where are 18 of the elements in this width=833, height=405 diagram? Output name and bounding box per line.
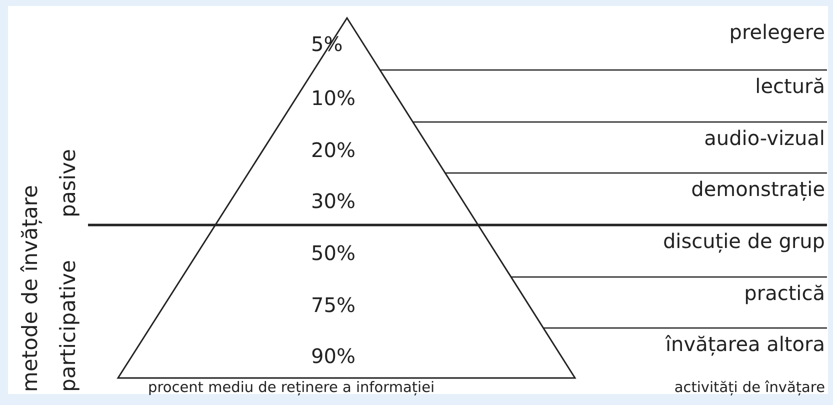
activity-label: lectură (755, 76, 825, 96)
activity-label: discuție de grup (662, 231, 825, 251)
percentage-label: 75% (311, 295, 356, 315)
activity-label: practică (744, 283, 825, 303)
percentage-label: 90% (311, 346, 356, 366)
percentage-label: 20% (311, 140, 356, 160)
percentage-label: 10% (311, 88, 356, 108)
activity-label: învățarea altora (666, 334, 825, 354)
percentage-label: 30% (311, 191, 356, 211)
activity-label: prelegere (729, 22, 825, 42)
axis-title: metode de învățare (20, 185, 41, 392)
axis-caption: procent mediu de reținere a informației (148, 381, 435, 396)
axis-caption: activități de învățare (674, 381, 825, 396)
activity-label: demonstrație (691, 179, 825, 199)
group-label: pasive (58, 148, 79, 217)
percentage-label: 50% (311, 243, 356, 263)
activity-label: audio-vizual (704, 128, 825, 148)
group-label: participative (58, 260, 79, 392)
